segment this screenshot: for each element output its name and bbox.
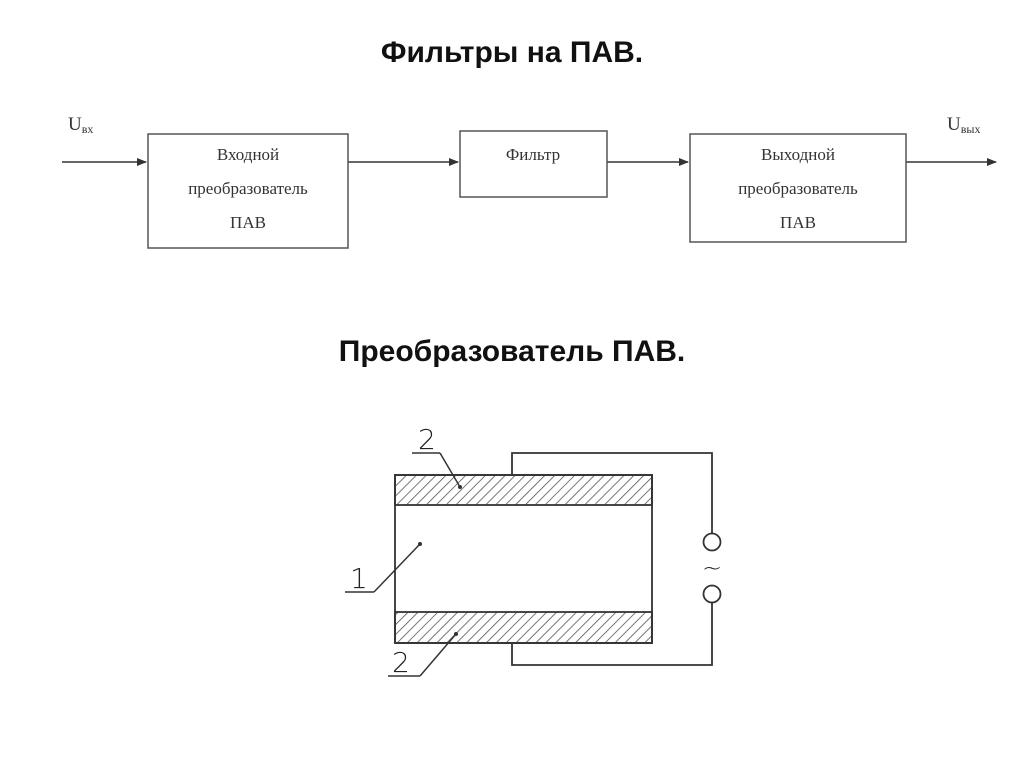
block-input-transducer: Входной преобразователь ПАВ bbox=[147, 133, 349, 249]
block-label-line: ПАВ bbox=[780, 213, 816, 232]
label-electrode-top: 2 bbox=[418, 423, 436, 456]
block-output-transducer: Выходной преобразователь ПАВ bbox=[689, 133, 907, 243]
electrode-top bbox=[394, 474, 653, 506]
wire-top bbox=[511, 452, 713, 533]
block-label-line: преобразователь bbox=[188, 179, 308, 198]
transducer-drawing: ~ 1 2 2 bbox=[345, 423, 722, 679]
leader-line-2-top bbox=[439, 452, 461, 488]
wire-bottom bbox=[511, 603, 713, 666]
terminal-top bbox=[702, 532, 722, 552]
diagram-title-transducer: Преобразователь ПАВ. bbox=[338, 335, 686, 368]
label-substrate: 1 bbox=[350, 562, 368, 595]
leader-dot-2-top bbox=[458, 485, 462, 489]
electrode-bottom bbox=[394, 611, 653, 644]
leader-line-2-bottom bbox=[419, 633, 457, 677]
diagram-title-filters: Фильтры на ПАВ. bbox=[380, 36, 644, 69]
block-label-line: Фильтр bbox=[506, 145, 560, 164]
block-label-line: ПАВ bbox=[230, 213, 266, 232]
block-diagram: Uвх Uвых Входной преобразователь ПАВ Фил… bbox=[62, 114, 997, 249]
leader-line-1 bbox=[373, 543, 421, 593]
terminal-bottom bbox=[702, 584, 722, 604]
block-filter: Фильтр bbox=[459, 130, 608, 198]
input-voltage-label: Uвх bbox=[68, 114, 93, 136]
output-voltage-label: Uвых bbox=[947, 114, 980, 136]
leader-dot-1 bbox=[418, 542, 422, 546]
block-label-line: Выходной bbox=[761, 145, 835, 164]
ac-source-symbol: ~ bbox=[702, 554, 722, 582]
block-label-line: Входной bbox=[217, 145, 279, 164]
label-electrode-bottom: 2 bbox=[392, 646, 410, 679]
block-label-line: преобразователь bbox=[738, 179, 858, 198]
leader-dot-2-bottom bbox=[454, 632, 458, 636]
